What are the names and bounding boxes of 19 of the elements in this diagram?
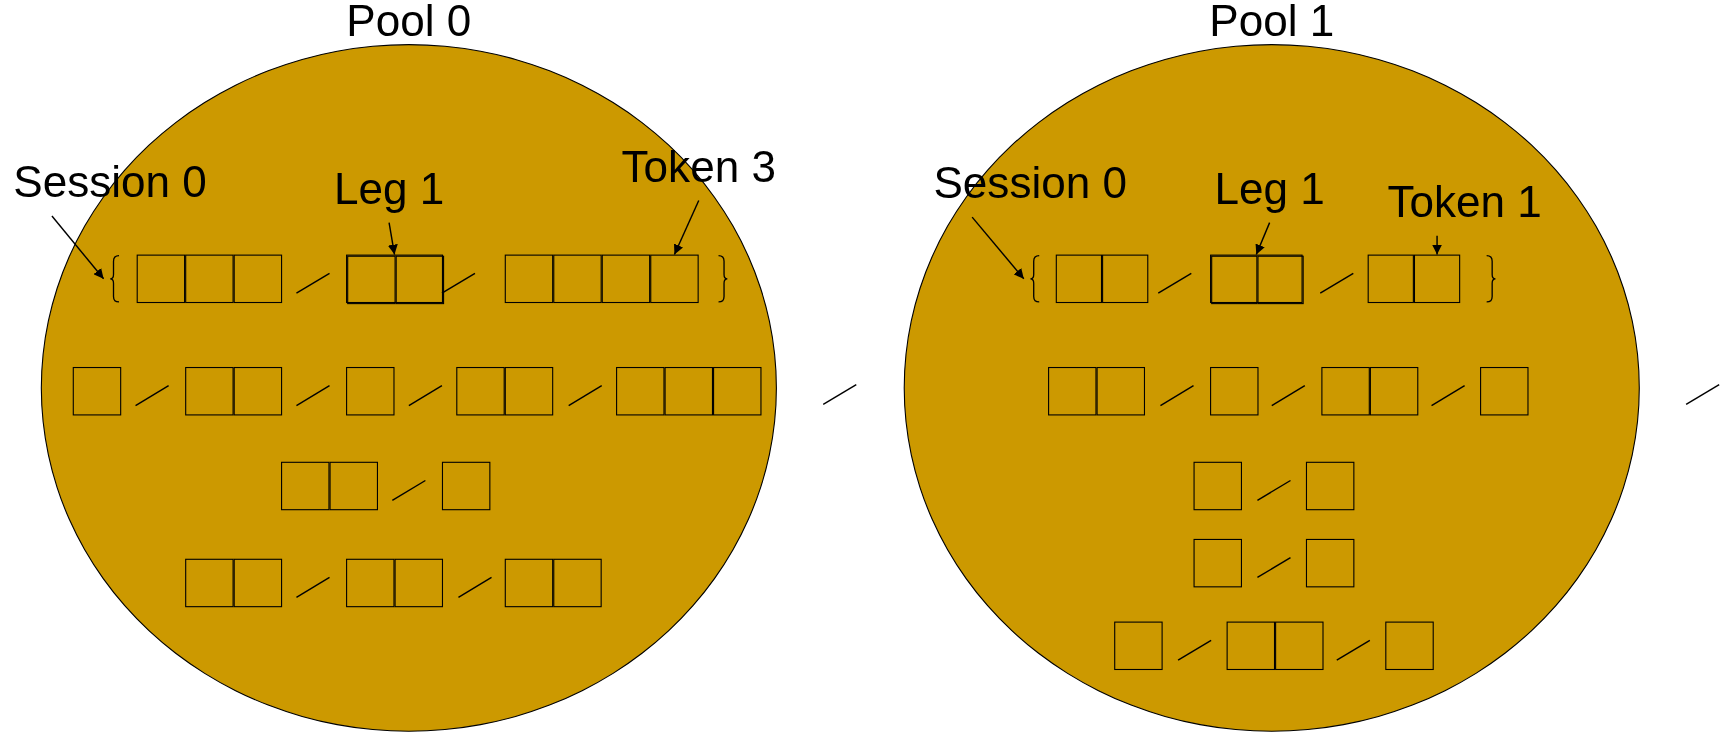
leader-line xyxy=(673,199,700,256)
pool-title: Pool 1 xyxy=(1209,0,1335,43)
leader-line xyxy=(51,215,105,280)
callout-text: Leg 1 xyxy=(333,166,445,219)
callout-text: Leg 1 xyxy=(1214,166,1325,219)
token-box xyxy=(664,367,713,416)
token-box xyxy=(1193,538,1242,588)
token-box xyxy=(1226,621,1276,671)
token-box xyxy=(1305,538,1355,588)
leader-line xyxy=(1255,221,1271,256)
token-box xyxy=(1413,254,1461,304)
leader-line xyxy=(1432,235,1442,256)
leader-line xyxy=(387,221,398,256)
pool-title: Pool 0 xyxy=(346,0,472,43)
token-box xyxy=(346,254,443,304)
token-box xyxy=(1096,367,1145,416)
leader-line xyxy=(971,216,1025,280)
callout-text: Token 1 xyxy=(1387,179,1542,232)
token-box xyxy=(1055,254,1103,304)
